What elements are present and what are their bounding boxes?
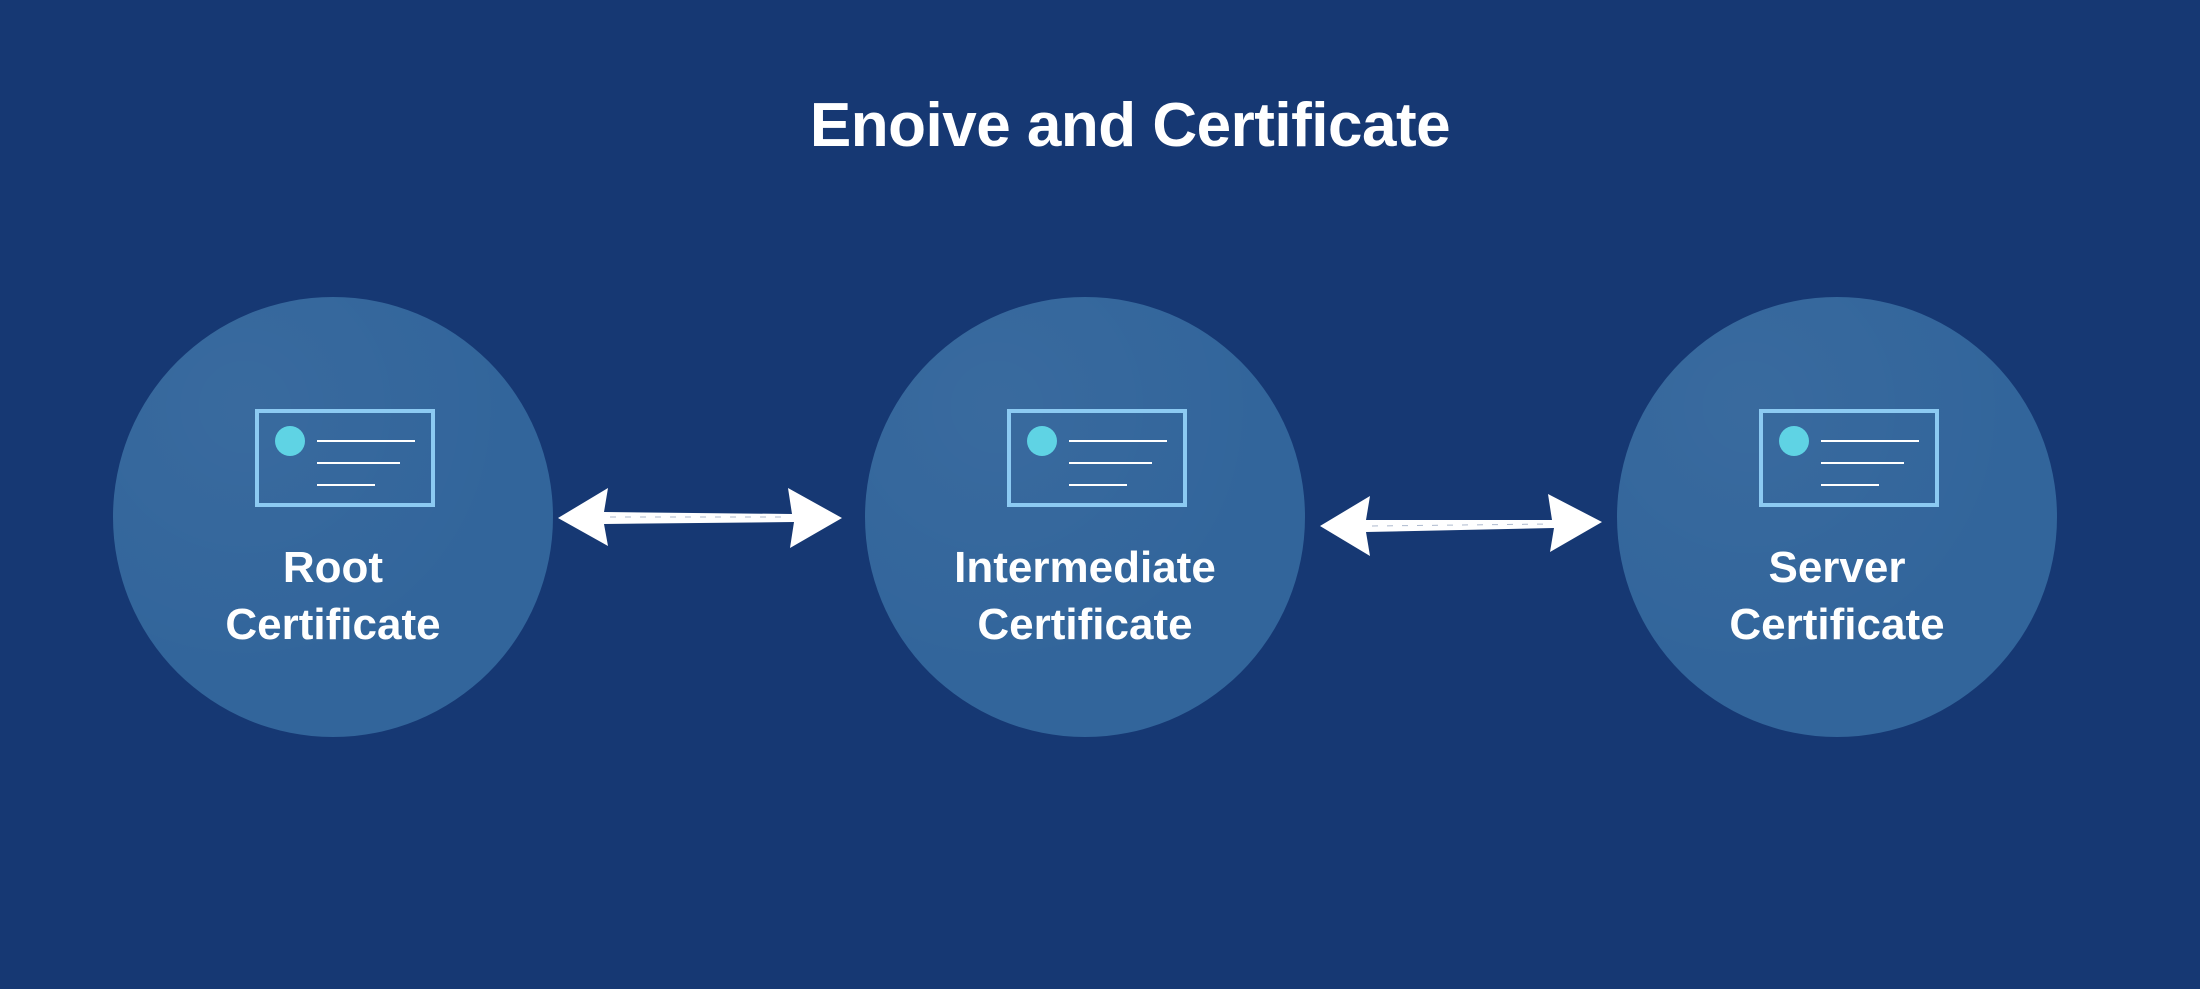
certificate-icon (255, 409, 435, 507)
intermediate-certificate-label: Intermediate Certificate (865, 539, 1305, 653)
node-label-line1: Intermediate (954, 543, 1216, 592)
double-arrow-icon (558, 488, 842, 548)
node-label-line1: Server (1768, 543, 1906, 592)
node-label-line2: Certificate (977, 600, 1193, 649)
certificate-icon (1007, 409, 1187, 507)
root-certificate-label: Root Certificate (113, 539, 553, 653)
node-label-line2: Certificate (1729, 600, 1945, 649)
node-label-line1: Root (282, 543, 384, 592)
page-title: Enoive and Certificate (809, 91, 1451, 160)
certificate-icon (1759, 409, 1939, 507)
root-certificate-node: Root Certificate (113, 297, 553, 737)
server-certificate-label: Server Certificate (1617, 539, 2057, 653)
server-certificate-node: Server Certificate (1617, 297, 2057, 737)
intermediate-certificate-node: Intermediate Certificate (865, 297, 1305, 737)
node-label-line2: Certificate (225, 600, 441, 649)
double-arrow-icon (1320, 494, 1602, 556)
